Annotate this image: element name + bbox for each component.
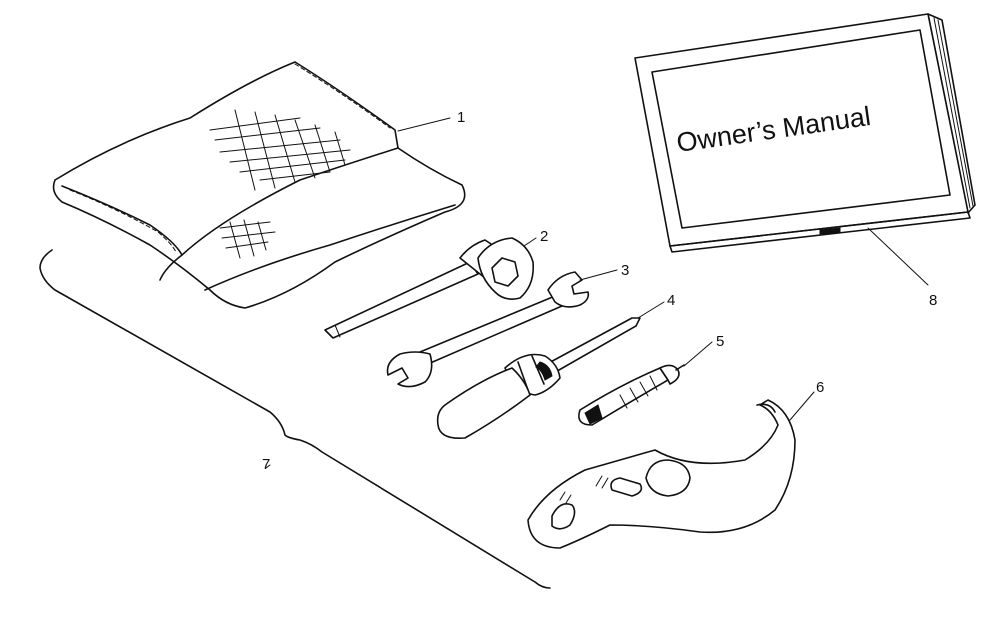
open-end-wrench (386, 271, 590, 388)
owners-manual: Owner’s Manual (634, 13, 976, 253)
screwdriver (436, 317, 641, 440)
callout-5-screwdriver-bit: 5 (716, 333, 724, 350)
tool-pouch (52, 61, 466, 309)
callout-3-open-end-wrench: 3 (621, 262, 629, 279)
callout-8-owners-manual: 8 (929, 292, 937, 309)
socket-wrench (324, 237, 535, 339)
leader-lines (265, 117, 929, 469)
pouch-texture-lower (219, 219, 276, 259)
tool-kit-bracket (39, 249, 551, 589)
screwdriver-bit (578, 364, 685, 426)
callout-4-screwdriver: 4 (667, 292, 675, 309)
callout-1-tool-pouch: 1 (457, 109, 465, 126)
pouch-texture-upper (209, 109, 351, 191)
callout-2-socket-wrench: 2 (540, 228, 548, 245)
callout-7-tool-kit: 7 (262, 456, 270, 473)
spanner-wrench (527, 399, 796, 549)
callout-6-spanner-wrench: 6 (816, 379, 824, 396)
